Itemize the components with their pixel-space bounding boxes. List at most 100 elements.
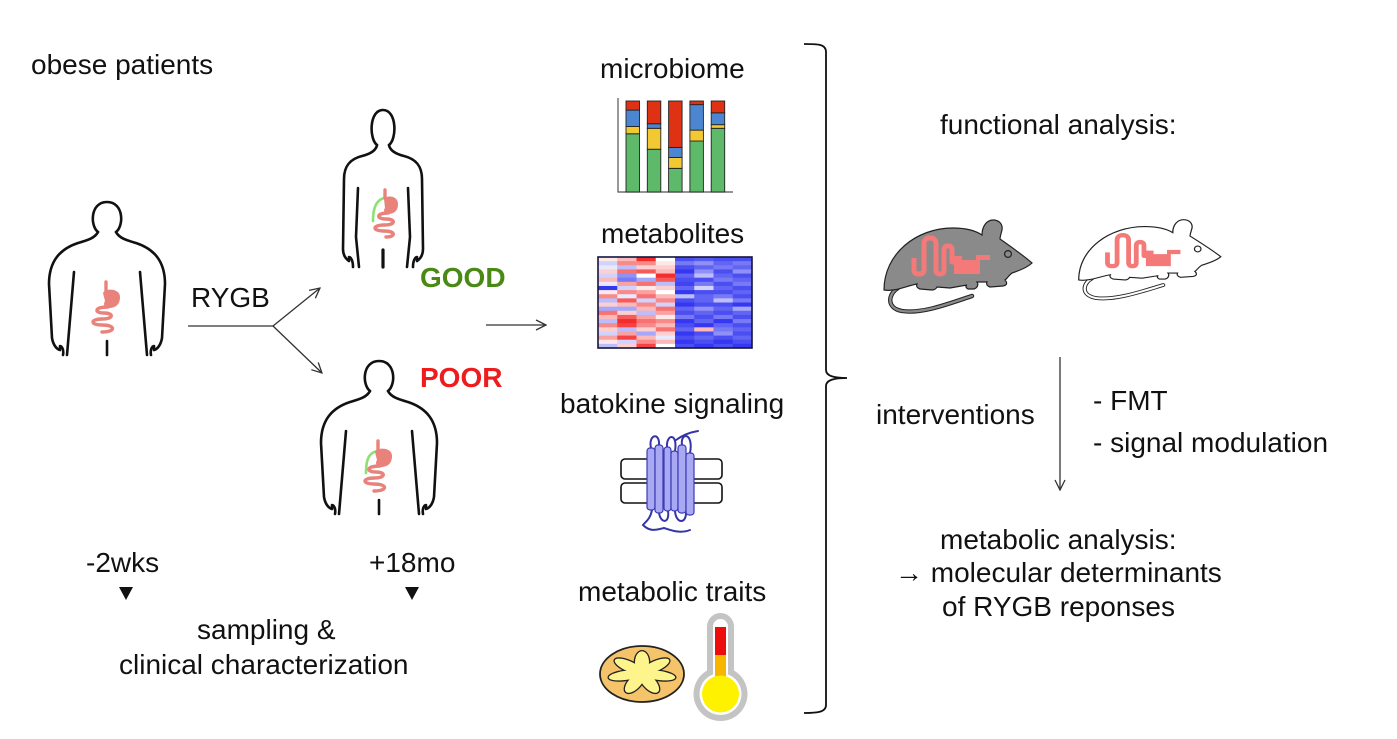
heatmap-cell — [713, 310, 734, 316]
heatmap-cell — [655, 339, 676, 345]
heatmap-cell — [675, 335, 695, 341]
head-outline — [91, 200, 123, 234]
sampling-label-line1: sampling & — [197, 614, 336, 645]
microbiome-bar-segment-blue — [689, 104, 704, 131]
heatmap-cell — [675, 290, 695, 295]
microbiome-bar-segment-green — [710, 127, 726, 193]
heatmap-cell — [694, 343, 714, 349]
heatmap-cell — [655, 302, 676, 308]
heatmap-cell — [675, 261, 695, 266]
heatmap-cell — [732, 265, 753, 270]
heatmap-cell — [675, 339, 695, 345]
heatmap-cell — [598, 327, 618, 332]
obese-patient-figure-icon — [47, 200, 167, 357]
heatmap-cell — [617, 265, 637, 270]
timepoint-before-marker-icon — [119, 587, 133, 600]
arrow-to-poor — [272, 325, 322, 373]
heatmap-cell — [655, 273, 676, 279]
poor-responder-figure-icon — [319, 359, 439, 516]
heatmap-cell — [694, 314, 714, 320]
mouse-eye — [1004, 249, 1013, 258]
heatmap-cell — [655, 281, 676, 287]
microbiome-bars — [625, 100, 726, 193]
heatmap-cell — [675, 265, 695, 270]
heatmap-cell — [598, 281, 618, 287]
heatmap-cell — [655, 331, 676, 336]
heatmap-cell — [598, 323, 618, 328]
heatmap-cell — [598, 269, 618, 274]
heatmap-cell — [732, 269, 753, 274]
heatmap-cell — [636, 314, 657, 320]
microbiome-bar-segment-blue — [625, 109, 640, 127]
microbiome-bar-segment-yellow — [710, 124, 726, 129]
heatmap-cell — [598, 335, 618, 341]
heatmap-cell — [675, 314, 695, 320]
heatmap-cell — [598, 273, 618, 279]
heatmap-cell — [636, 273, 657, 279]
body-right-outline — [386, 389, 439, 516]
heatmap-cell — [636, 302, 657, 308]
heatmap-cell — [675, 310, 695, 316]
microbiome-bar-segment-yellow — [646, 127, 662, 150]
heatmap-cell — [675, 327, 695, 332]
heatmap-cell — [713, 265, 734, 270]
heatmap-cell — [636, 257, 657, 262]
heatmap-cell — [617, 327, 637, 332]
heatmap-cell — [694, 261, 714, 266]
mouse-body — [883, 219, 1033, 291]
heatmap-cell — [655, 261, 676, 266]
heatmap-cell — [694, 298, 714, 303]
arm-right-inner — [405, 186, 412, 269]
heatmap-cell — [598, 302, 618, 308]
gray-mouse-icon — [883, 219, 1033, 314]
microbiome-bar-segment-blue — [646, 123, 662, 129]
heatmap-cell — [636, 327, 657, 332]
heatmap-cell — [694, 331, 714, 336]
heatmap-cell — [713, 269, 734, 274]
heatmap-cell — [617, 294, 637, 299]
mitochondrion-icon — [599, 645, 685, 703]
receptor-loops — [641, 430, 699, 533]
heatmap-cell — [713, 323, 734, 328]
receptor-helices — [646, 444, 695, 516]
heatmap-cell — [675, 257, 695, 262]
heatmap-cell — [636, 265, 657, 270]
heatmap-cell — [598, 319, 618, 324]
metabolites-heatmap-icon — [597, 256, 753, 349]
heatmap-cell — [598, 290, 618, 295]
heatmap-cell — [598, 343, 618, 349]
mouse-body — [1078, 219, 1222, 281]
outcome-line: → molecular determinants — [895, 557, 1222, 588]
body-left-outline — [341, 143, 379, 269]
heatmap-cell — [598, 257, 618, 262]
interventions-label: interventions — [876, 399, 1035, 430]
heatmap-cell — [636, 306, 657, 312]
heatmap-cell — [732, 302, 753, 308]
heatmap-cell — [636, 285, 657, 291]
heatmap-cell — [694, 306, 714, 312]
batokine-label: batokine signaling — [560, 388, 785, 419]
thermometer-bulb — [702, 675, 739, 713]
heatmap-cell — [694, 285, 714, 291]
heatmap-cell — [655, 298, 676, 303]
heatmap-cell — [732, 335, 753, 341]
heatmap-cell — [694, 265, 714, 270]
heatmap-cell — [655, 343, 676, 349]
heatmap-cell — [694, 319, 714, 324]
heatmap-cell — [675, 285, 695, 291]
heatmap-cell — [732, 319, 753, 324]
heatmap-cell — [713, 339, 734, 345]
heatmap-cell — [598, 261, 618, 266]
heatmap-cell — [694, 269, 714, 274]
heatmap-cell — [675, 323, 695, 328]
microbiome-label: microbiome — [600, 53, 745, 84]
heatmap-cell — [636, 261, 657, 266]
heatmap-cell — [732, 273, 753, 279]
heatmap-cell — [617, 285, 637, 291]
heatmap-cell — [713, 343, 734, 349]
heatmap-cell — [694, 277, 714, 283]
heatmap-cell — [617, 310, 637, 316]
heatmap-cell — [598, 277, 618, 283]
heatmap-cell — [694, 323, 714, 328]
